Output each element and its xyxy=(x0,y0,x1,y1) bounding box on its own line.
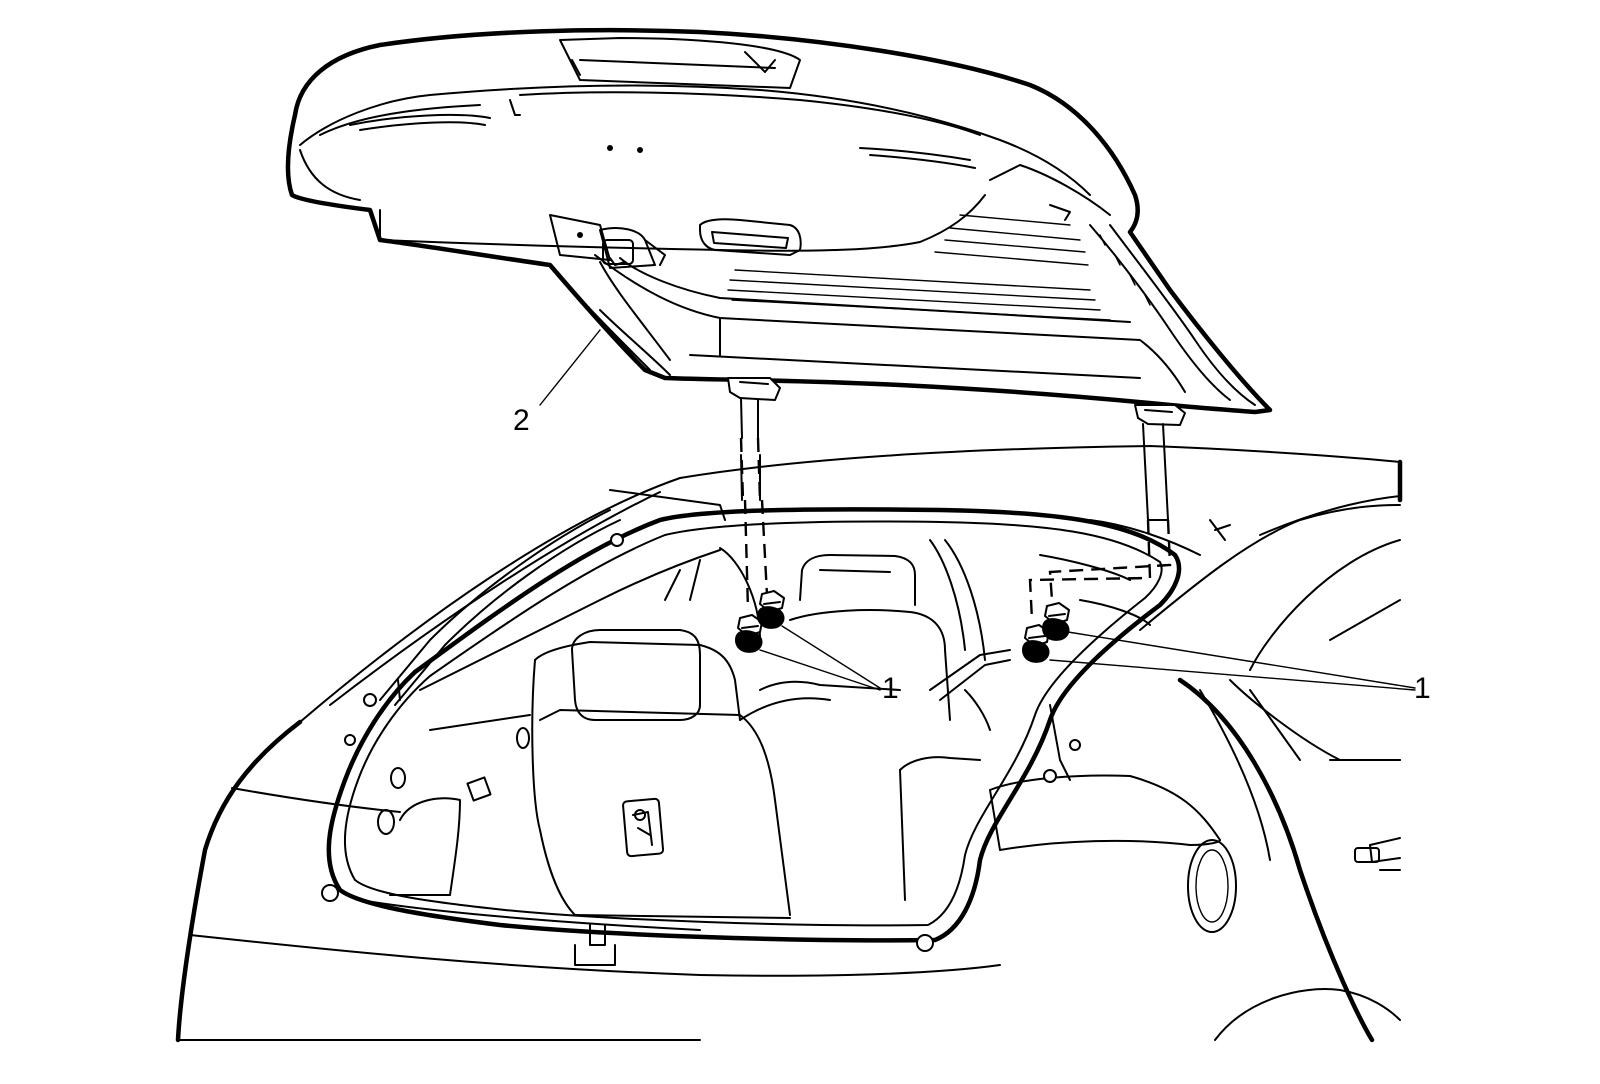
cargo-interior xyxy=(344,489,1231,919)
hinge-stud-guides xyxy=(739,397,1172,621)
leader-lines xyxy=(539,329,1416,691)
liftgate xyxy=(285,27,1273,426)
callout-liftgate: 2 xyxy=(513,404,530,437)
bolt-left-rear xyxy=(757,590,785,629)
bolt-right-rear xyxy=(1042,602,1070,641)
hinge-bolts xyxy=(735,590,1070,663)
cargo-opening xyxy=(321,507,1182,966)
vehicle-body xyxy=(175,445,1403,1043)
callout-bolt-left: 1 xyxy=(882,672,899,705)
callout-bolt-right: 1 xyxy=(1414,672,1431,705)
